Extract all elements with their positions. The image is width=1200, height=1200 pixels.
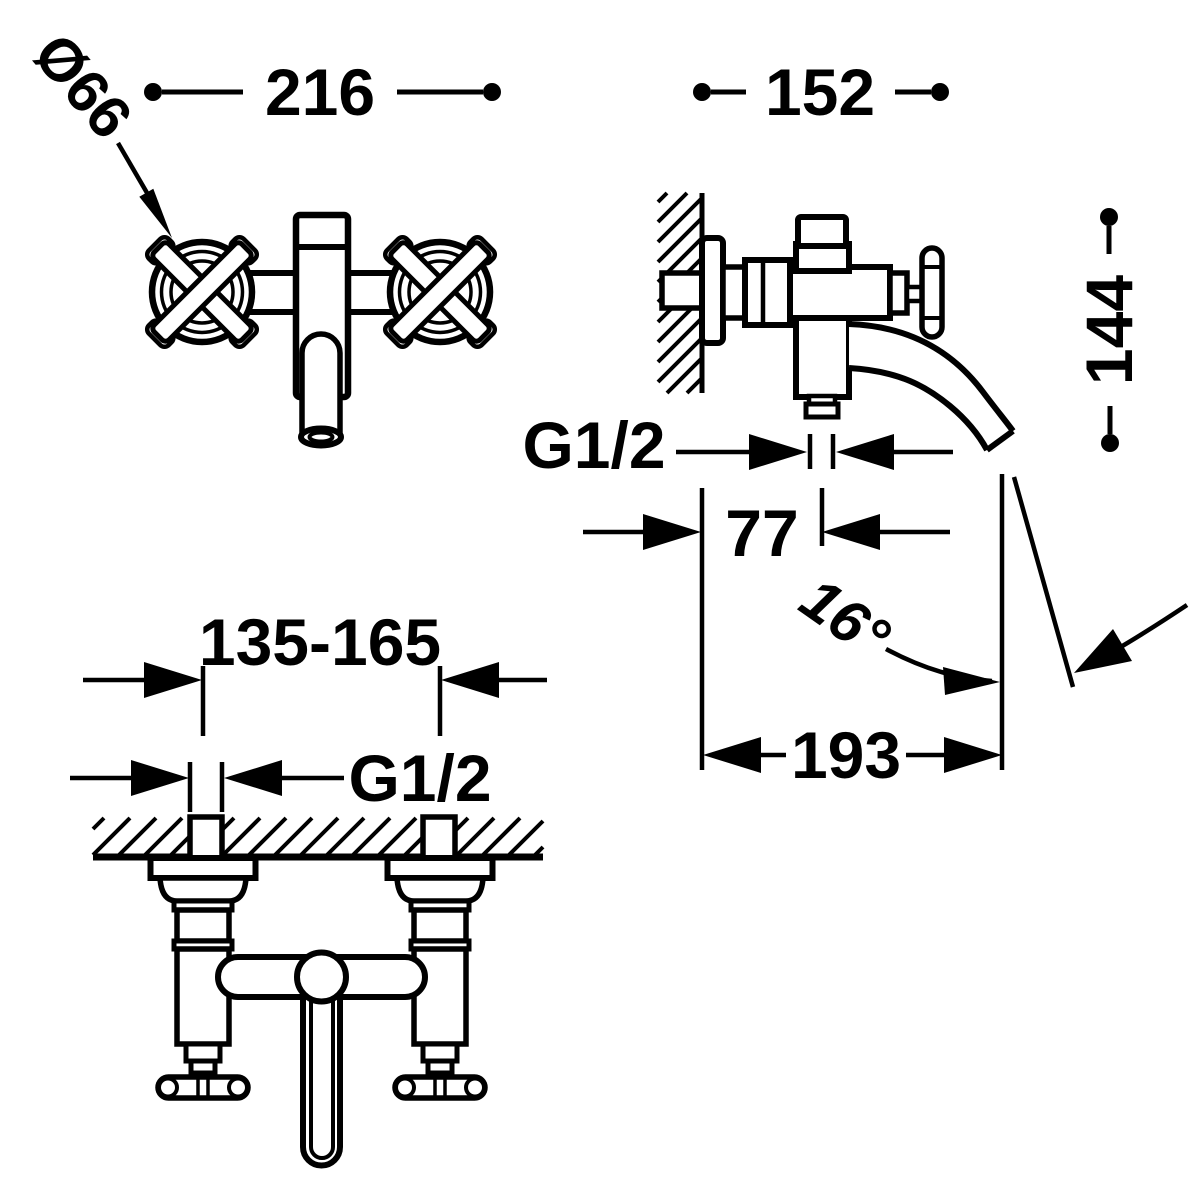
dim-spout-reach: 193 bbox=[703, 718, 1002, 792]
dim-label-144: 144 bbox=[1072, 275, 1146, 385]
plan-leg-left bbox=[147, 855, 259, 1101]
dim-label-152: 152 bbox=[765, 55, 875, 129]
wall-inlet-pipe bbox=[659, 270, 705, 311]
side-view bbox=[656, 191, 1016, 453]
plan-view bbox=[91, 814, 545, 1169]
dim-label-o66: Ø66 bbox=[21, 21, 145, 151]
front-view bbox=[144, 211, 498, 449]
dim-label-135-165: 135-165 bbox=[199, 605, 441, 679]
dim-handle-diameter: Ø66 bbox=[21, 21, 172, 238]
dim-label-216: 216 bbox=[265, 55, 375, 129]
side-spout bbox=[848, 321, 1016, 453]
dim-outlet-thread: G1/2 bbox=[522, 408, 953, 482]
angle-reference-line bbox=[1011, 476, 1076, 688]
side-top-port bbox=[795, 214, 849, 249]
side-body bbox=[787, 264, 893, 321]
plan-hub bbox=[294, 949, 349, 1005]
inlet-stub-left bbox=[187, 814, 225, 861]
front-handle-left bbox=[144, 234, 260, 350]
dim-inlet-thread: G1/2 bbox=[70, 741, 492, 815]
dim-label-77: 77 bbox=[725, 496, 798, 570]
dim-label-16deg: 16° bbox=[789, 565, 903, 673]
side-bottom-outlet bbox=[793, 315, 852, 400]
side-cross-handle bbox=[919, 245, 945, 340]
dim-label-g12-side: G1/2 bbox=[522, 408, 665, 482]
dim-front-width: 216 bbox=[144, 55, 501, 129]
front-handle-right bbox=[382, 234, 498, 350]
deck-hatch bbox=[91, 816, 545, 857]
inlet-stub-right bbox=[420, 814, 458, 861]
escutcheon bbox=[699, 235, 726, 346]
dim-label-g12-plan: G1/2 bbox=[348, 741, 491, 815]
dim-inlet-centers: 135-165 bbox=[83, 605, 547, 736]
leader-arrowhead bbox=[139, 188, 172, 238]
dim-label-193: 193 bbox=[791, 718, 901, 792]
dim-side-width: 152 bbox=[693, 55, 949, 129]
front-spout-tube bbox=[299, 331, 343, 440]
dim-wall-to-outlet: 77 bbox=[583, 488, 950, 770]
outlet-fitting bbox=[803, 401, 841, 420]
dim-side-height: 144 bbox=[1072, 208, 1146, 452]
